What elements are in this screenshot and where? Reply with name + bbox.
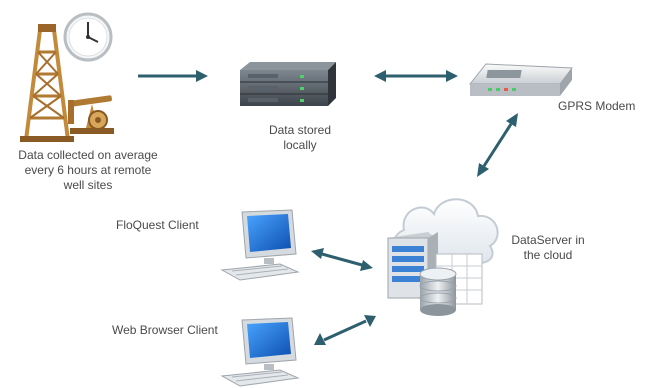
dataserver-label: DataServer in the cloud <box>511 233 585 262</box>
clock-icon <box>63 12 113 62</box>
browser-computer-icon <box>220 317 300 387</box>
rack-server-icon <box>240 62 336 106</box>
arrow-local-modem <box>374 70 458 82</box>
pumpjack-icon <box>68 95 114 134</box>
oil-derrick-icon <box>20 24 74 142</box>
arrow-modem-cloud <box>477 113 518 177</box>
arrow-floquest-server <box>311 248 373 271</box>
arrow-collect-to-local <box>138 70 208 82</box>
floquest-computer-icon <box>220 209 300 281</box>
collection-label: Data collected on average every 6 hours … <box>18 148 158 192</box>
browser-label: Web Browser Client <box>112 323 218 337</box>
gprs-modem-icon <box>468 63 573 96</box>
database-icon <box>419 267 457 316</box>
stored-label: Data stored locally <box>268 123 332 152</box>
floquest-label: FloQuest Client <box>116 218 199 232</box>
arrow-browser-server <box>314 315 376 345</box>
modem-label: GPRS Modem <box>558 99 636 113</box>
